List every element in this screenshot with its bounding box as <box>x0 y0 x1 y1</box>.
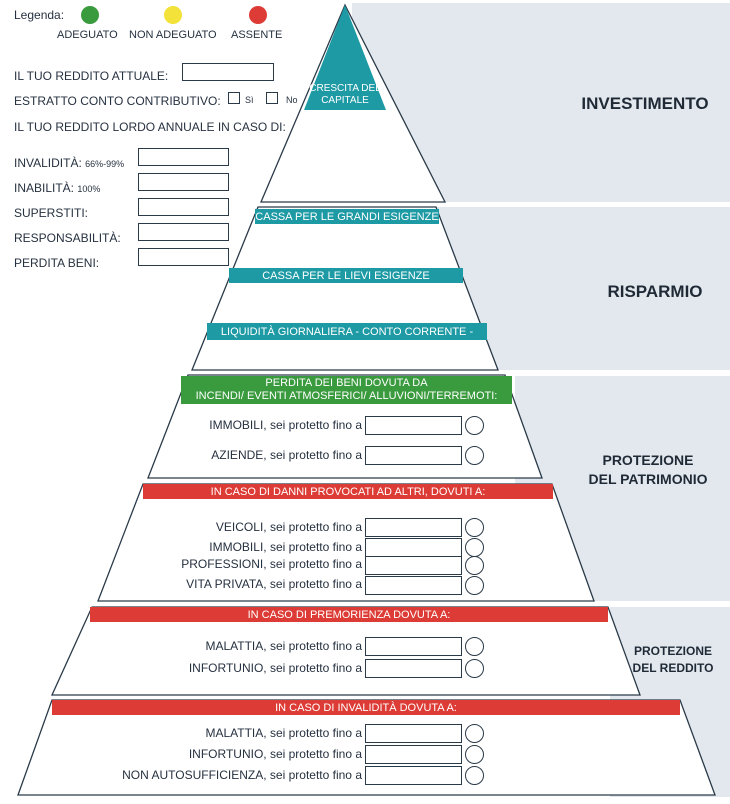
section-reddito-line1: PROTEZIONE <box>633 644 712 658</box>
liability-row-professioni-input[interactable] <box>365 556 462 575</box>
liability-row-professioni-status[interactable] <box>465 556 484 575</box>
case-responsabilita-input[interactable] <box>138 223 229 241</box>
band-lievi <box>229 268 463 283</box>
legend-red-dot <box>249 6 267 24</box>
legend-title: Legenda: <box>14 8 65 22</box>
assets-header-line2: INCENDI/ EVENTI ATMOSFERICI/ ALLUVIONI/T… <box>195 390 498 402</box>
band-liquidita <box>207 323 487 340</box>
liability-row-professioni-label: PROFESSIONI, sei protetto fino a <box>181 557 362 571</box>
assets-row-aziende-label: AZIENDE, sei protetto fino a <box>211 448 362 462</box>
pyramid-tier-savings <box>191 206 499 371</box>
disability-row-non-autosufficienza-status[interactable] <box>465 766 484 785</box>
case-responsabilita-label: RESPONSABILITÀ: <box>14 231 121 245</box>
disability-row-malattia-status[interactable] <box>465 724 484 743</box>
disability-row-malattia-label: MALATTIA, sei protetto fino a <box>205 726 362 740</box>
income-label: IL TUO REDDITO ATTUALE: <box>14 69 169 83</box>
assets-header-line1: PERDITA DEI BENI DOVUTA DA <box>265 377 428 389</box>
liability-row-vita-privata-label: VITA PRIVATA, sei protetto fino a <box>186 577 362 591</box>
section-patrimonio-line2: DEL PATRIMONIO <box>588 471 708 487</box>
top-band <box>304 5 386 110</box>
death-row-malattia-status[interactable] <box>465 637 484 656</box>
top-band-line1: CRESCITA DEL <box>309 83 381 94</box>
disability-header: IN CASO DI INVALIDITÀ DOVUTA A: <box>275 702 457 714</box>
disability-row-infortunio-input[interactable] <box>365 745 462 764</box>
assets-row-immobili-label: IMMOBILI, sei protetto fino a <box>209 418 362 432</box>
band-assets <box>181 376 512 404</box>
case-superstiti-input[interactable] <box>138 198 229 216</box>
disability-row-infortunio-label: INFORTUNIO, sei protetto fino a <box>188 747 362 761</box>
death-header: IN CASO DI PREMORIENZA DOVUTA A: <box>247 609 451 621</box>
assets-row-immobili-status[interactable] <box>465 416 484 435</box>
liability-row-veicoli-input[interactable] <box>365 518 462 537</box>
case-inabilita-input[interactable] <box>138 173 229 191</box>
liability-header: IN CASO DI DANNI PROVOCATI AD ALTRI, DOV… <box>210 486 486 498</box>
liability-row-immobili-label: IMMOBILI, sei protetto fino a <box>209 540 362 554</box>
assets-row-aziende-status[interactable] <box>465 446 484 465</box>
section-reddito-line2: DEL REDDITO <box>632 661 714 675</box>
band-liquidita-label: LIQUIDITÀ GIORNALIERA - CONTO CORRENTE - <box>220 326 474 338</box>
section-patrimonio-line1: PROTEZIONE <box>602 452 694 468</box>
gross-income-label: IL TUO REDDITO LORDO ANNUALE IN CASO DI: <box>14 120 286 134</box>
statement-no-checkbox[interactable] <box>266 92 278 104</box>
income-input[interactable] <box>182 63 274 81</box>
legend-label-assente: ASSENTE <box>231 29 283 41</box>
case-invalidita-input[interactable] <box>138 148 229 166</box>
liability-row-veicoli-status[interactable] <box>465 518 484 537</box>
death-row-malattia-label: MALATTIA, sei protetto fino a <box>205 639 362 653</box>
assets-row-aziende-input[interactable] <box>365 446 462 465</box>
liability-row-vita-privata-input[interactable] <box>365 576 462 595</box>
disability-row-non-autosufficienza-label: NON AUTOSUFFICIENZA, sei protetto fino a <box>122 768 362 782</box>
case-perdita-beni-label: PERDITA BENI: <box>14 256 100 270</box>
death-row-infortunio-label: INFORTUNIO, sei protetto fino a <box>188 661 362 675</box>
band-disability <box>52 700 680 715</box>
statement-yes-checkbox[interactable] <box>228 92 240 104</box>
case-invalidita-label: INVALIDITÀ: 66%-99% <box>14 156 125 170</box>
legend-label-adeguato: ADEGUATO <box>57 29 118 41</box>
case-inabilita-label: INABILITÀ: 100% <box>14 181 101 195</box>
statement-yes-label: Sì <box>245 95 254 105</box>
assets-row-immobili-input[interactable] <box>365 416 462 435</box>
legend-yellow-dot <box>164 6 182 24</box>
section-risparmio: RISPARMIO <box>607 282 703 301</box>
case-perdita-beni-input[interactable] <box>138 248 229 266</box>
band-liability <box>143 484 553 499</box>
statement-no-label: No <box>286 95 298 105</box>
liability-row-immobili-input[interactable] <box>365 538 462 557</box>
disability-row-malattia-input[interactable] <box>365 724 462 743</box>
band-grandi-label: CASSA PER LE GRANDI ESIGENZE <box>255 211 439 223</box>
disability-row-infortunio-status[interactable] <box>465 745 484 764</box>
liability-row-vita-privata-status[interactable] <box>465 576 484 595</box>
death-row-malattia-input[interactable] <box>365 637 462 656</box>
case-superstiti-label: SUPERSTITI: <box>14 206 89 220</box>
band-lievi-label: CASSA PER LE LIEVI ESIGENZE <box>262 270 430 282</box>
liability-row-veicoli-label: VEICOLI, sei protetto fino a <box>215 520 362 534</box>
section-investimento: INVESTIMENTO <box>581 94 709 113</box>
legend-label-non-adeguato: NON ADEGUATO <box>129 29 217 41</box>
statement-label: ESTRATTO CONTO CONTRIBUTIVO: <box>14 94 221 108</box>
liability-row-immobili-status[interactable] <box>465 538 484 557</box>
band-grandi <box>255 209 439 224</box>
top-band-line2: CAPITALE <box>321 95 369 106</box>
disability-row-non-autosufficienza-input[interactable] <box>365 766 462 785</box>
death-row-infortunio-input[interactable] <box>365 659 462 678</box>
death-row-infortunio-status[interactable] <box>465 659 484 678</box>
band-death <box>90 607 608 622</box>
legend-green-dot <box>81 6 99 24</box>
